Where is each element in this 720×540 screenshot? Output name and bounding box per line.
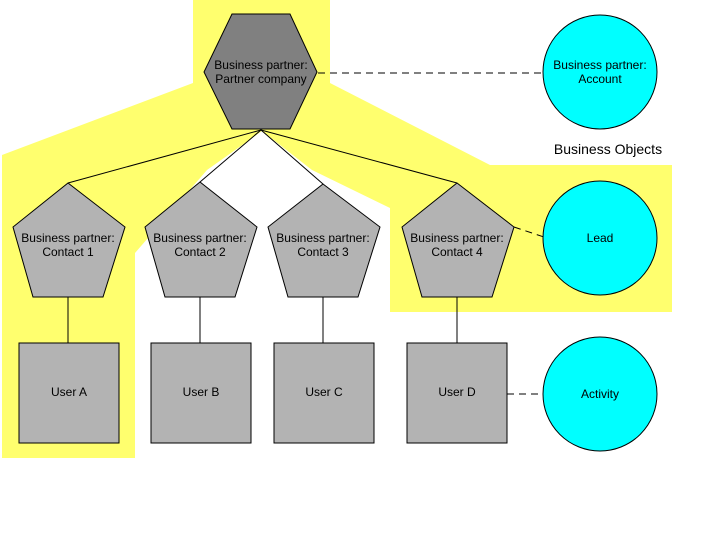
account-label-line2: Account [578, 72, 622, 86]
user-c-square [273, 342, 375, 444]
user-d-label: User D [438, 385, 476, 399]
contact-3-label-line2: Contact 3 [297, 245, 349, 259]
lead-circle [542, 180, 658, 296]
partner-company-label-line1: Business partner: [214, 58, 307, 72]
user-b-label: User B [183, 385, 220, 399]
user-d-square [406, 342, 508, 444]
contact-2-label-line1: Business partner: [153, 231, 246, 245]
user-a-square [18, 342, 120, 444]
line-company-contact-1 [67, 129, 262, 184]
partner-company-label-line2: Partner company [215, 72, 306, 86]
line-company-contact-2 [199, 129, 262, 183]
contact-4-pentagon [401, 182, 515, 298]
contact-1-pentagon [12, 182, 126, 298]
account-circle [542, 14, 658, 130]
contact-4-label-line1: Business partner: [410, 231, 503, 245]
dashed-line-contact4-lead [513, 226, 545, 238]
contact-1-label-line1: Business partner: [21, 231, 114, 245]
activity-label: Activity [581, 387, 619, 401]
user-a-label: User A [51, 385, 87, 399]
line-company-contact-3 [260, 129, 324, 185]
contact-3-label-line1: Business partner: [276, 231, 369, 245]
activity-circle [542, 336, 658, 452]
user-b-square [150, 342, 252, 444]
contact-2-pentagon [144, 181, 258, 298]
partner-company-hexagon [203, 13, 318, 130]
line-company-contact-4 [260, 129, 458, 184]
user-c-label: User C [305, 385, 343, 399]
contact-1-label-line2: Contact 1 [42, 245, 94, 259]
business-objects-caption: Business Objects [554, 141, 662, 157]
contact-2-label-line2: Contact 2 [174, 245, 226, 259]
account-label-line1: Business partner: [553, 58, 646, 72]
yellow-highlight-region [2, 0, 672, 458]
lead-label: Lead [587, 231, 614, 245]
contact-3-pentagon [267, 183, 381, 298]
contact-4-label-line2: Contact 4 [431, 245, 483, 259]
